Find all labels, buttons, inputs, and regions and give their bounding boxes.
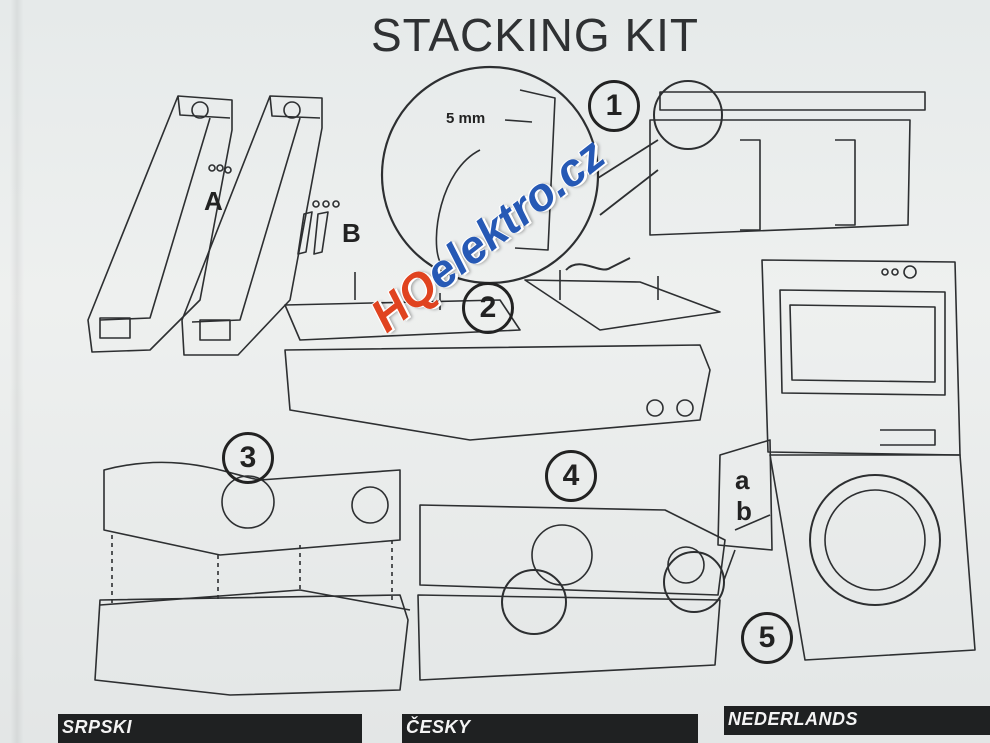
page-fold xyxy=(10,0,24,743)
step-number-2: 2 xyxy=(462,282,514,334)
step-number-5: 5 xyxy=(741,612,793,664)
step5-label-b: b xyxy=(736,496,752,526)
stacked-machines xyxy=(761,259,976,661)
part-b-plates xyxy=(297,200,340,255)
part-b-label: B xyxy=(342,218,361,248)
step4-fixing xyxy=(417,504,736,681)
step5-bracket-detail xyxy=(717,439,773,551)
part-a-label: A xyxy=(204,186,223,216)
step-number-1: 1 xyxy=(588,80,640,132)
part-a-rails xyxy=(87,95,323,356)
power-cord xyxy=(565,257,631,271)
step1-dryer-top xyxy=(649,80,926,236)
step3-dryer-on-rails xyxy=(94,461,411,696)
step2-assembly xyxy=(284,270,721,441)
step5-label-a: a xyxy=(735,465,750,495)
step-number-4: 4 xyxy=(545,450,597,502)
page-title: STACKING KIT xyxy=(370,9,700,61)
language-header-cesky: ČESKY xyxy=(402,714,698,743)
language-header-nederlands: NEDERLANDS xyxy=(724,706,990,735)
dimension-label: 5 mm xyxy=(446,110,486,127)
language-header-srpski: SRPSKI xyxy=(58,714,362,743)
step-number-3: 3 xyxy=(222,432,274,484)
